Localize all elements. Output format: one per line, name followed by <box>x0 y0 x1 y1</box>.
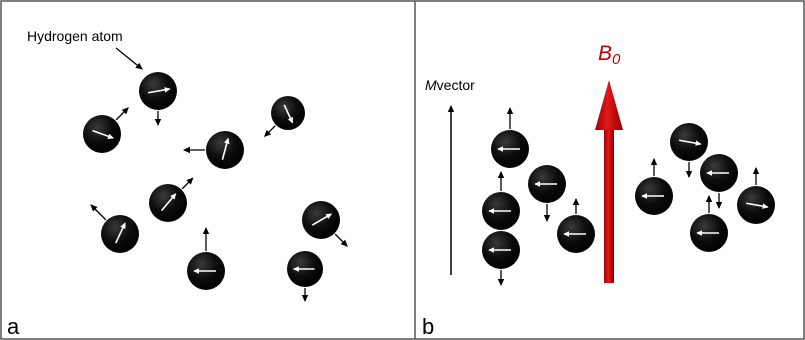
atom-inner-spin-mark <box>148 87 171 94</box>
random-spin-atom <box>287 251 323 302</box>
random-spin-atom <box>83 107 129 153</box>
hydrogen-atom-annotation: Hydrogen atom <box>27 28 123 44</box>
random-spin-atom <box>302 201 348 247</box>
atom-inner-spin-mark <box>311 213 333 226</box>
aligned-spin-atom <box>670 123 708 178</box>
aligned-spin-atom <box>737 167 775 224</box>
panel-b: b Mvector B0 <box>422 42 775 339</box>
atom-inner-spin-mark <box>221 137 230 160</box>
aligned-spin-atom <box>482 231 520 286</box>
m-vector-label-text: vector <box>437 77 475 93</box>
random-spin-atom <box>90 204 139 253</box>
random-spin-atom <box>149 177 194 222</box>
atom-inner-spin-mark <box>115 222 126 244</box>
spin-up-right-arrow <box>181 177 194 190</box>
panel-a: a Hydrogen atom <box>7 28 348 339</box>
atom-inner-spin-mark <box>160 193 177 212</box>
aligned-spin-atom <box>700 154 738 209</box>
panel-b-label: b <box>422 314 434 339</box>
b0-label-subscript: 0 <box>612 51 621 68</box>
b0-arrow-head <box>595 80 623 130</box>
m-vector-label-italic: M <box>425 77 437 93</box>
aligned-spin-atom <box>635 158 673 215</box>
panel-b-atoms <box>482 107 775 286</box>
m-vector-label: Mvector <box>425 77 475 93</box>
random-spin-atom <box>183 131 244 169</box>
random-spin-atom <box>139 72 177 126</box>
b0-label: B0 <box>598 42 621 68</box>
random-spin-atom <box>187 227 225 290</box>
b0-label-main: B <box>598 42 612 65</box>
b0-arrow-shaft <box>604 128 614 283</box>
aligned-spin-atom <box>482 171 520 230</box>
spin-down-left-arrow <box>263 125 276 138</box>
aligned-spin-atom <box>690 195 728 252</box>
atom-inner-spin-mark <box>679 139 702 146</box>
random-spin-atom <box>263 96 305 138</box>
panel-a-label: a <box>7 314 20 339</box>
panel-a-atoms <box>83 72 348 302</box>
aligned-spin-atom <box>528 165 566 222</box>
atom-inner-spin-mark <box>283 104 294 124</box>
atom-inner-spin-mark <box>746 202 769 209</box>
annotation-pointer-arrow <box>115 47 143 70</box>
b0-field-arrow <box>595 80 623 283</box>
aligned-spin-atom <box>557 198 595 253</box>
aligned-spin-atom <box>491 107 529 168</box>
spin-up-left-arrow <box>90 204 107 221</box>
atom-inner-spin-mark <box>92 129 115 139</box>
spin-down-right-arrow <box>334 233 348 247</box>
spin-up-right-arrow <box>115 107 129 121</box>
